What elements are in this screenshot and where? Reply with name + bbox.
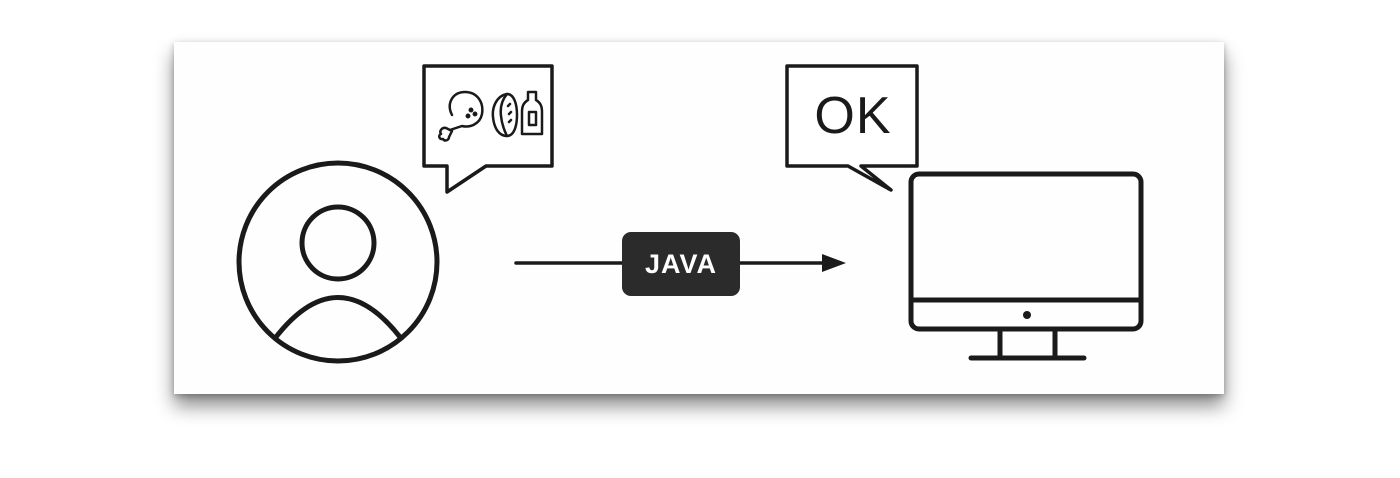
response-speech-bubble (785, 64, 919, 192)
request-speech-bubble (422, 64, 554, 194)
diagram-card (174, 42, 1224, 394)
user-avatar-icon (236, 160, 440, 364)
chicken-leg-icon (438, 90, 484, 142)
computer-monitor-icon (908, 171, 1144, 361)
java-badge: JAVA (622, 232, 740, 296)
response-ok-text: OK (814, 87, 892, 145)
bottle-icon (520, 90, 544, 136)
bread-icon (491, 92, 519, 138)
